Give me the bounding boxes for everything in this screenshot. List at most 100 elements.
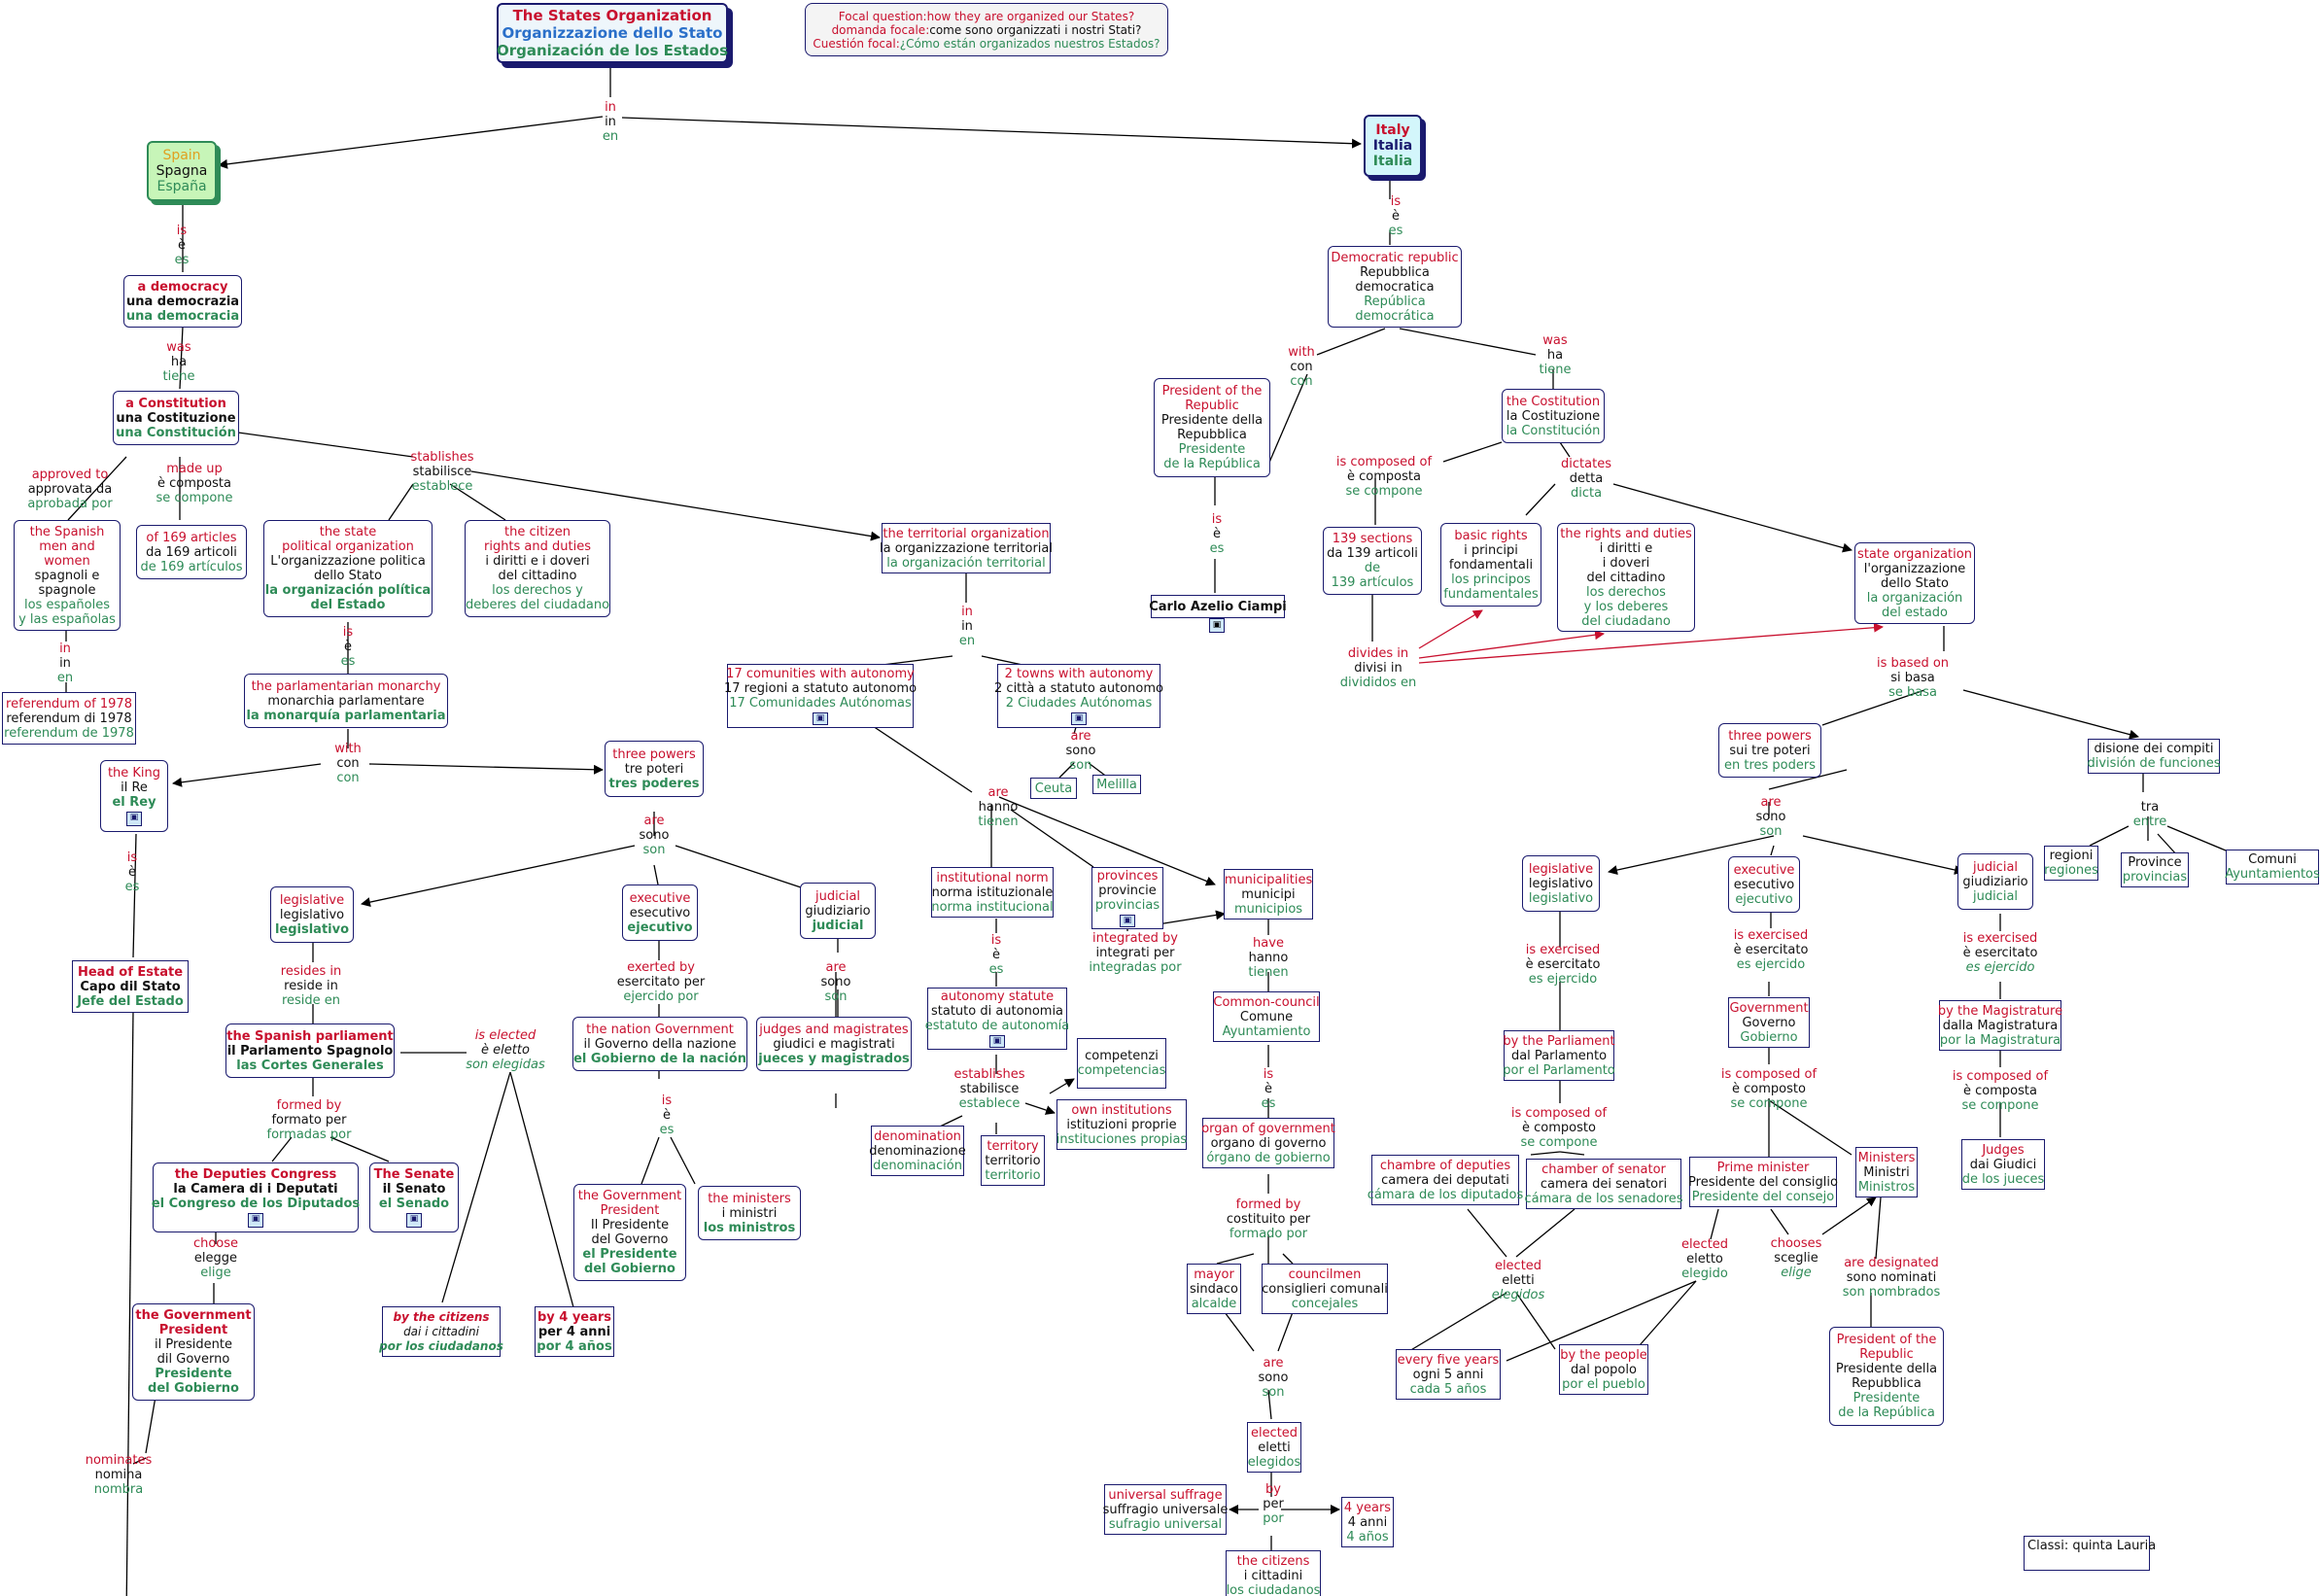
- image-icon[interactable]: ▣: [406, 1213, 422, 1228]
- image-icon[interactable]: ▣: [248, 1213, 263, 1228]
- title-spanish: Organización de los Estados: [496, 42, 729, 59]
- node-melilla[interactable]: Melilla: [1092, 775, 1141, 794]
- image-icon[interactable]: ▣: [126, 812, 142, 826]
- image-icon[interactable]: ▣: [1071, 712, 1087, 725]
- ciampi-image-icon[interactable]: ▣: [1209, 618, 1225, 633]
- image-icon[interactable]: ▣: [989, 1035, 1005, 1048]
- node-ceuta[interactable]: Ceuta: [1030, 778, 1077, 799]
- node-carlo-azelio-ciampi[interactable]: Carlo Azelio Ciampi: [1149, 595, 1287, 618]
- image-icon[interactable]: ▣: [813, 712, 828, 725]
- image-icon[interactable]: ▣: [1120, 915, 1135, 927]
